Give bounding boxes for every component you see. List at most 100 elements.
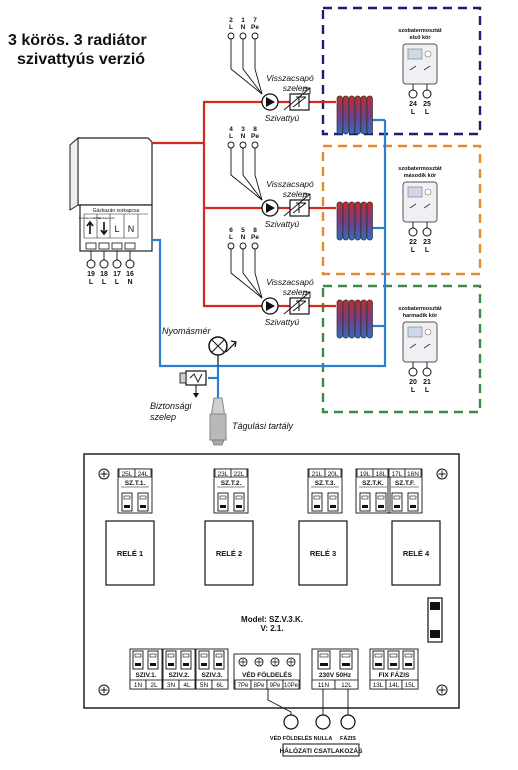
thermostat-terminal bbox=[408, 89, 418, 99]
pump-wire-terminal bbox=[239, 242, 247, 250]
mains-title: HÁLÓZATI CSATLAKOZÁS bbox=[280, 746, 363, 755]
zone-2-frame bbox=[321, 144, 482, 276]
boiler-terminal bbox=[112, 259, 122, 269]
boiler-terminal-pole: N bbox=[127, 279, 132, 286]
screw-terminal bbox=[387, 650, 400, 670]
thermostat-label-2: első kör bbox=[409, 35, 431, 41]
heating-circuits: 2L1N7PeVisszacsapószelepSzivattyúszobate… bbox=[227, 17, 442, 394]
mains-title-box bbox=[282, 743, 360, 757]
terminal-label: 11N bbox=[318, 682, 330, 689]
pump-wire-terminal bbox=[251, 32, 259, 40]
terminal-group-label: SZIV.2. bbox=[168, 672, 189, 679]
terminal-group-mains: 11N 12L 230V 50Hz bbox=[311, 648, 359, 690]
relay-label: RELÉ 2 bbox=[216, 549, 242, 558]
terminal-label: 12L bbox=[341, 682, 352, 689]
check-valve-label-2: szelep bbox=[283, 189, 308, 199]
terminal-group-SZ.T.3.: 21L 20L SZ.T.3. bbox=[307, 468, 343, 514]
terminal-label: 16N bbox=[407, 471, 419, 478]
terminal-label: 18L bbox=[376, 471, 387, 478]
pump-wire-pole: N bbox=[241, 24, 246, 31]
terminal-label: 13L bbox=[373, 682, 384, 689]
circuit-3: 6L5N8PeVisszacsapószelepSzivattyúszobate… bbox=[227, 227, 442, 394]
boiler-terminal-block bbox=[85, 242, 97, 250]
thermostat-terminal-pole: L bbox=[425, 387, 430, 394]
terminal-label: 2L bbox=[150, 682, 158, 689]
pump-wire-terminal bbox=[227, 242, 235, 250]
boiler-terminal-block bbox=[111, 242, 123, 250]
terminal-group-label: 230V 50Hz bbox=[319, 672, 352, 679]
screw-terminal bbox=[372, 650, 385, 670]
pump-wire-terminal bbox=[227, 32, 235, 40]
pump-wire-pole: Pe bbox=[251, 133, 259, 140]
boiler-terminal-number: 17 bbox=[113, 271, 121, 278]
check-valve-label-2: szelep bbox=[283, 287, 308, 297]
terminal-group-label: SZIV.3. bbox=[201, 672, 222, 679]
thermostat-terminal bbox=[408, 227, 418, 237]
thermostat-terminal-pole: L bbox=[425, 109, 430, 116]
pressure-gauge: Nyomásmér bbox=[162, 326, 237, 366]
thermostat-terminal bbox=[422, 227, 432, 237]
thermostat-terminal-number: 22 bbox=[409, 239, 417, 246]
terminal-label: 17L bbox=[392, 471, 403, 478]
boiler-terminal-pole: L bbox=[115, 279, 120, 286]
pump-wire-pole: L bbox=[229, 24, 233, 31]
terminal-label: 7Pe bbox=[238, 683, 249, 689]
thermostat-terminal bbox=[422, 367, 432, 377]
pump-wire-terminal bbox=[251, 242, 259, 250]
diagonal-arrow-icon bbox=[225, 340, 237, 353]
thermostat-terminal-number: 20 bbox=[409, 379, 417, 386]
title-line-2: szivattyús verzió bbox=[17, 51, 145, 68]
model-line-1: Model: SZ.V.3.K. bbox=[241, 615, 303, 624]
expansion-tank: Tágulási tartály bbox=[209, 397, 294, 446]
boiler-terminal-number: 19 bbox=[87, 271, 95, 278]
pump-wire-number: 5 bbox=[241, 227, 245, 234]
thermostat-label-1: szobatermosztát bbox=[398, 166, 442, 172]
mains-terminal bbox=[315, 714, 331, 730]
boiler-col-1: Szobatermosztát bbox=[79, 216, 102, 220]
screw-terminal bbox=[359, 492, 371, 512]
terminal-label: 25L bbox=[122, 471, 133, 478]
pump-wire-terminal bbox=[239, 141, 247, 149]
arrow-up-icon bbox=[86, 220, 94, 234]
radiator bbox=[336, 95, 373, 135]
terminal-group-label: SZ.T.3. bbox=[315, 480, 336, 487]
pump-wire-terminal bbox=[251, 141, 259, 149]
diagonal-arrow-icon bbox=[283, 291, 311, 315]
terminal-group-label: VÉD FÖLDELÉS bbox=[242, 670, 293, 679]
pump-wire-pole: N bbox=[241, 133, 246, 140]
diagonal-arrow-icon bbox=[283, 193, 311, 217]
terminal-label: 21L bbox=[312, 471, 323, 478]
boiler-terminal bbox=[125, 259, 135, 269]
boiler: Gázkazán sorkapcsa Szobatermosztát F-Vés… bbox=[69, 136, 153, 286]
safety-valve: Biztonsági szelep bbox=[150, 370, 207, 422]
screw-terminal bbox=[132, 650, 144, 670]
pressure-gauge-label: Nyomásmér bbox=[162, 326, 212, 336]
thermostat-terminal-number: 24 bbox=[409, 101, 417, 108]
thermostat-terminal bbox=[408, 367, 418, 377]
screw-terminal bbox=[233, 492, 245, 512]
model-line-2: V: 2.1. bbox=[260, 624, 283, 633]
terminal-label: 5N bbox=[200, 682, 209, 689]
screw-terminal bbox=[165, 650, 177, 670]
pump-wire-number: 7 bbox=[253, 17, 257, 24]
pump-wire-number: 8 bbox=[253, 126, 257, 133]
thermostat-label-2: második kör bbox=[404, 173, 437, 179]
pump-label: Szivattyú bbox=[265, 113, 300, 123]
terminal-group-label: SZ.T.2. bbox=[221, 480, 242, 487]
mains-terminal bbox=[340, 714, 356, 730]
thermostat-terminal-number: 21 bbox=[423, 379, 431, 386]
terminal-label: 20L bbox=[328, 471, 339, 478]
title-line-1: 3 körös. 3 radiátor bbox=[8, 32, 147, 49]
check-valve-label-1: Visszacsapó bbox=[266, 73, 314, 83]
thermostat-terminal-number: 25 bbox=[423, 101, 431, 108]
